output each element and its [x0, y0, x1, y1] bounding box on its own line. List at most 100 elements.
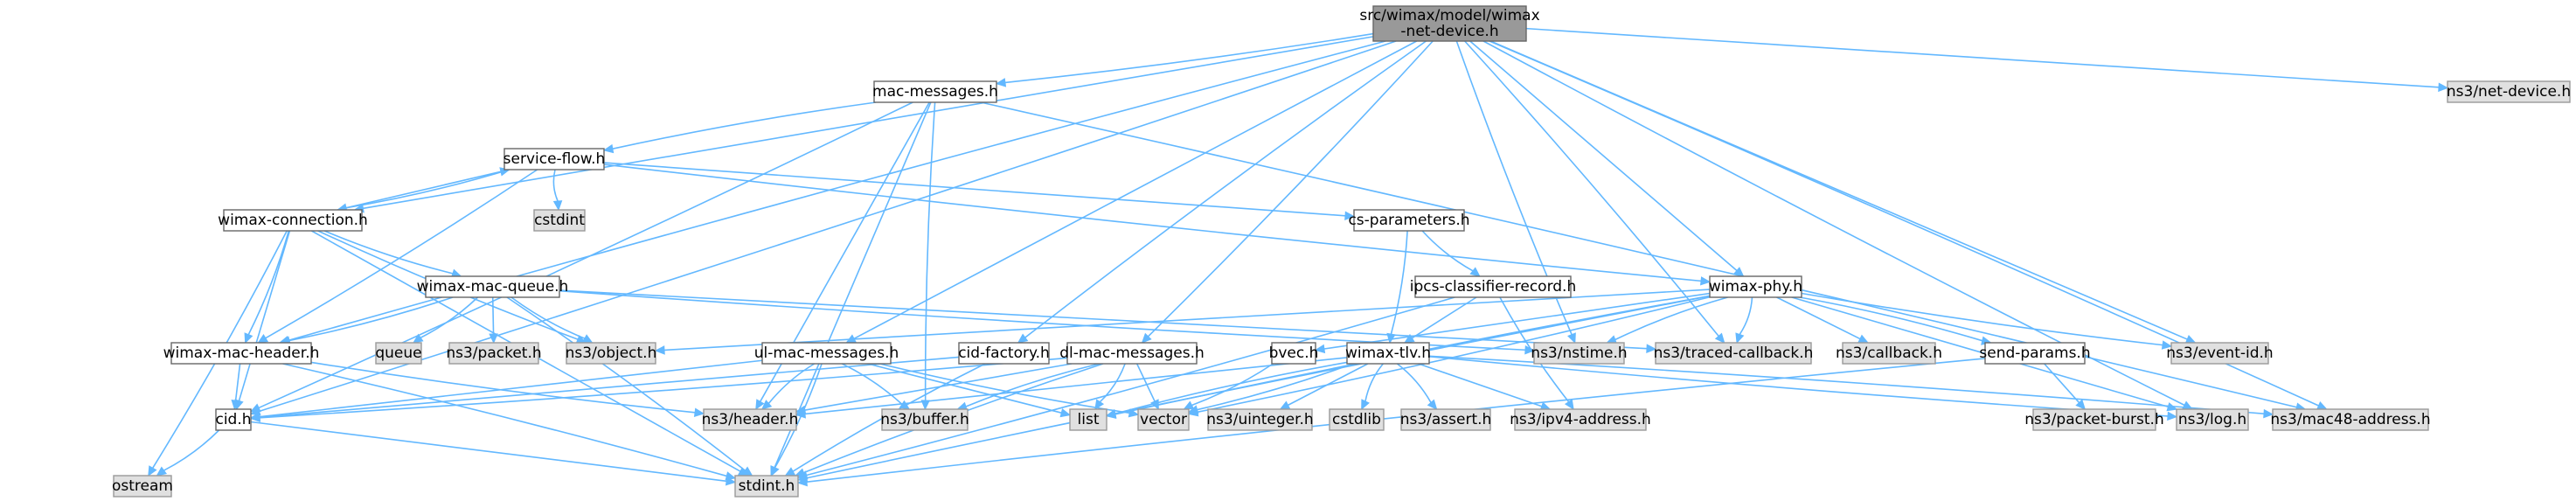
edge-arrowhead	[784, 467, 796, 477]
edge-line	[1428, 355, 2265, 414]
node-box	[2032, 408, 2156, 431]
node-cid-factory[interactable]: cid-factory.h	[958, 342, 1050, 365]
edge-line	[965, 363, 1100, 407]
node-cid[interactable]: cid.h	[215, 408, 252, 431]
edge-arrowhead	[1017, 333, 1029, 344]
node-send-params[interactable]: send-params.h	[1979, 342, 2091, 365]
node-dl-mac-messages[interactable]: dl-mac-messages.h	[1059, 342, 1205, 365]
node-mac-messages[interactable]: mac-messages.h	[872, 80, 998, 103]
node-cs-parameters[interactable]: cs-parameters.h	[1348, 209, 1470, 232]
edge-line	[1791, 296, 2169, 408]
node-box	[533, 209, 586, 232]
edge-wimax_phy-to-ns3_callback	[1776, 296, 1870, 344]
edge-arrowhead	[2184, 335, 2197, 344]
node-list: list	[1069, 408, 1107, 431]
edge-mac_messages-to-ns3_buffer	[920, 101, 936, 411]
node-label: ns3/uinteger.h	[1206, 411, 1313, 428]
edge-arrowhead	[995, 78, 1007, 87]
edge-cid-to-stdint	[250, 421, 737, 486]
edge-line	[1776, 296, 1861, 340]
edge-wimax_phy-to-bvec	[1314, 292, 1711, 354]
edge-arrowhead	[1700, 276, 1712, 286]
edge-line	[420, 296, 479, 338]
node-ns3-callback: ns3/callback.h	[1836, 342, 1942, 365]
edge-send_params-to-ns3_packet_burst	[2044, 363, 2086, 410]
edge-line	[980, 101, 2297, 408]
node-label: list	[1078, 411, 1100, 428]
edge-arrowhead	[257, 333, 269, 344]
node-label: ns3/nstime.h	[1531, 344, 1627, 362]
node-cstdint: cstdint	[533, 209, 586, 232]
edge-arrowhead	[794, 468, 806, 477]
edge-mac_messages-to-cid	[249, 101, 913, 413]
edge-line	[238, 230, 291, 401]
edge-line	[612, 101, 877, 150]
node-ns3-buffer: ns3/buffer.h	[880, 408, 969, 431]
node-label: ns3/mac48-address.h	[2270, 411, 2430, 428]
edge-root-to-ns3_net_device	[1525, 27, 2449, 93]
node-ipcs-classifier-record[interactable]: ipcs-classifier-record.h	[1410, 275, 1576, 298]
node-box	[2272, 408, 2429, 431]
node-box	[1984, 342, 2086, 365]
edge-arrowhead	[741, 466, 753, 477]
node-label: stdint.h	[739, 477, 795, 495]
node-bvec[interactable]: bvec.h	[1269, 342, 1319, 365]
node-label: mac-messages.h	[872, 83, 998, 101]
edge-wimax_phy-to-send_params	[1799, 296, 1992, 345]
edge-line	[250, 421, 727, 483]
node-label: ns3/object.h	[566, 344, 657, 362]
edge-line	[1364, 363, 1384, 402]
node-wimax-mac-header[interactable]: wimax-mac-header.h	[163, 342, 320, 365]
edge-ul_mac_messages-to-list	[867, 363, 1072, 418]
node-wimax-connection[interactable]: wimax-connection.h	[218, 209, 368, 232]
edge-arrowhead	[1403, 333, 1415, 344]
edge-arrowhead	[1187, 405, 1199, 414]
node-ns3-packet-burst: ns3/packet-burst.h	[2024, 408, 2164, 431]
node-cstdlib: cstdlib	[1329, 408, 1385, 431]
edge-line	[1464, 40, 1719, 337]
edge-line	[1739, 296, 1753, 335]
node-wimax-phy[interactable]: wimax-phy.h	[1709, 275, 1802, 298]
edge-line	[1024, 40, 1427, 338]
node-root[interactable]: src/wimax/model/wimax-net-device.h	[1359, 5, 1540, 42]
node-box	[170, 342, 312, 365]
edge-line	[1147, 40, 1434, 337]
node-ns3-mac48-address: ns3/mac48-address.h	[2270, 408, 2431, 431]
node-wimax-tlv[interactable]: wimax-tlv.h	[1345, 342, 1431, 365]
node-ns3-traced-callback: ns3/traced-callback.h	[1654, 342, 1813, 365]
edge-line	[258, 101, 913, 409]
edge-wimax_mac_queue-to-ns3_traced_callback	[559, 289, 1657, 353]
node-box	[1400, 408, 1491, 431]
edge-line	[559, 289, 1648, 350]
node-stdint: stdint.h	[734, 475, 799, 498]
edge-root-to-ns3_traced_callback	[1464, 40, 1725, 344]
node-label: ns3/header.h	[702, 411, 799, 428]
node-box	[1414, 275, 1572, 298]
node-wimax-mac-queue[interactable]: wimax-mac-queue.h	[417, 275, 569, 298]
edge-line	[506, 296, 746, 471]
edge-arrowhead	[2075, 399, 2086, 410]
node-box	[881, 408, 969, 431]
node-label: queue	[375, 344, 421, 362]
edge-line	[1288, 363, 1369, 407]
edge-wimax_tlv-to-ns3_header	[795, 357, 1348, 419]
node-box	[1842, 342, 1936, 365]
node-box	[734, 475, 799, 498]
edge-arrowhead	[2263, 408, 2274, 419]
node-service-flow[interactable]: service-flow.h	[503, 148, 606, 170]
edge-line	[804, 363, 1073, 411]
edge-line	[282, 363, 727, 477]
node-ns3-assert: ns3/assert.h	[1400, 408, 1491, 431]
node-ul-mac-messages[interactable]: ul-mac-messages.h	[754, 342, 899, 365]
edge-arrowhead	[2438, 82, 2449, 93]
edge-arrowhead	[249, 403, 261, 413]
edge-mac_messages-to-service_flow	[602, 101, 877, 154]
node-box	[566, 342, 656, 365]
edge-arrowhead	[1314, 344, 1326, 354]
edge-arrowhead	[249, 413, 260, 423]
node-ns3-uinteger: ns3/uinteger.h	[1206, 408, 1314, 431]
edge-line	[1525, 27, 2440, 88]
edge-dl_mac_messages-to-list	[1094, 363, 1126, 411]
edge-dl_mac_messages-to-cid	[249, 357, 1068, 423]
